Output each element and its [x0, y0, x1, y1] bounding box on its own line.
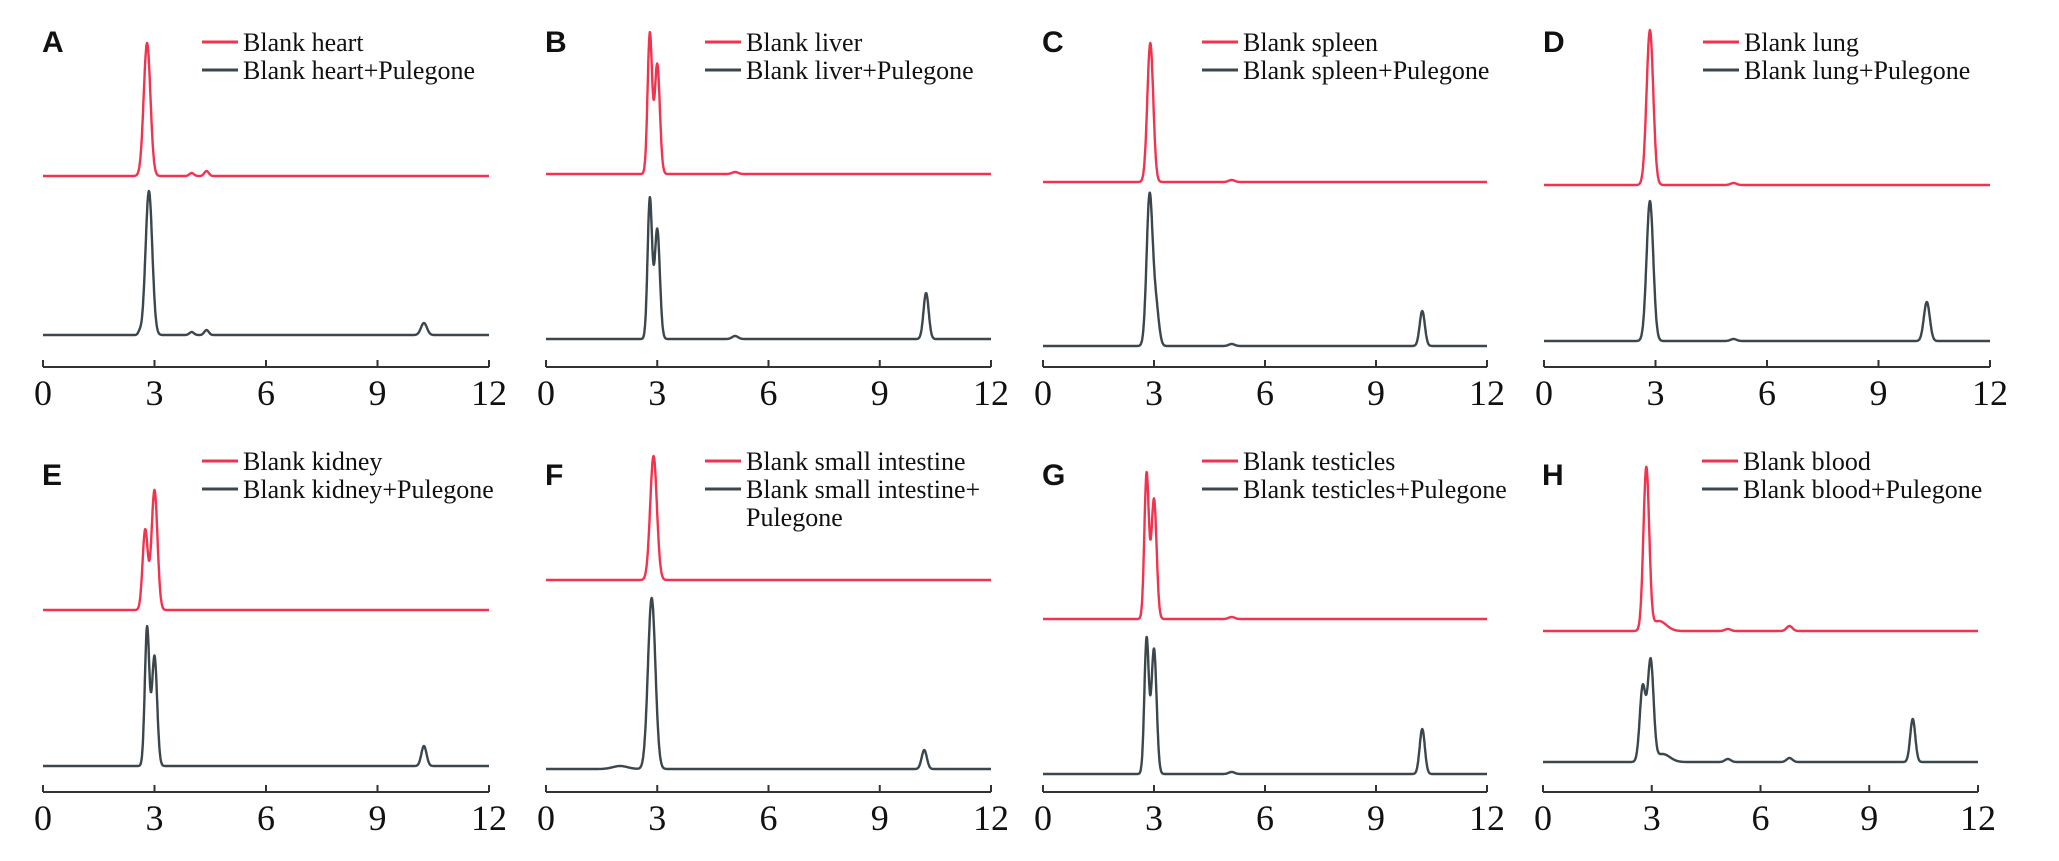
x-tick-label: 9	[1367, 373, 1385, 413]
x-tick-label: 3	[1145, 798, 1163, 838]
trace-blank-plus-pulegone	[1542, 657, 1979, 764]
trace-blank-plus-pulegone	[1042, 635, 1488, 776]
trace-blank-plus-pulegone	[42, 624, 490, 768]
legend-label: Blank lung+Pulegone	[1744, 56, 1970, 85]
trace-blank	[1042, 470, 1488, 621]
x-tick-label: 0	[34, 373, 52, 413]
x-tick-label: 3	[1643, 798, 1661, 838]
x-tick-label: 9	[871, 373, 889, 413]
x-tick-label: 6	[760, 373, 778, 413]
trace-blank-plus-pulegone	[1042, 191, 1488, 348]
x-tick-label: 12	[973, 373, 1009, 413]
x-tick-label: 6	[1752, 798, 1770, 838]
x-tick-label: 3	[146, 798, 164, 838]
x-tick-label: 9	[1367, 798, 1385, 838]
panel-letter: F	[545, 459, 563, 492]
legend-label: Blank testicles	[1243, 447, 1395, 476]
x-tick-label: 6	[760, 798, 778, 838]
trace-blank-plus-pulegone	[1543, 199, 1991, 343]
trace-blank-plus-pulegone	[545, 596, 992, 771]
legend-label: Blank kidney	[243, 447, 382, 476]
x-tick-label: 9	[369, 373, 387, 413]
x-tick-label: 12	[471, 798, 507, 838]
trace-blank	[1543, 28, 1991, 187]
legend-label: Blank liver	[746, 28, 863, 57]
legend-label: Blank blood	[1743, 447, 1871, 476]
legend-label: Blank liver+Pulegone	[746, 56, 974, 85]
x-tick-label: 12	[1972, 373, 2008, 413]
panel-letter: E	[42, 459, 62, 492]
legend-label: Blank lung	[1744, 28, 1859, 57]
x-tick-label: 6	[1256, 373, 1274, 413]
legend-label: Blank heart+Pulegone	[243, 56, 475, 85]
panel-letter: C	[1042, 26, 1064, 59]
x-tick-label: 6	[257, 373, 275, 413]
x-tick-label: 9	[1860, 798, 1878, 838]
trace-blank	[1542, 465, 1979, 633]
x-tick-label: 3	[1647, 373, 1665, 413]
x-tick-label: 9	[369, 798, 387, 838]
panel-letter: H	[1542, 459, 1564, 492]
x-tick-label: 12	[1469, 798, 1505, 838]
x-tick-label: 3	[1145, 373, 1163, 413]
trace-blank	[42, 41, 490, 178]
x-tick-label: 9	[1870, 373, 1888, 413]
x-tick-label: 3	[648, 373, 666, 413]
legend-label: Blank small intestine+Pulegone	[746, 475, 980, 532]
x-tick-label: 0	[537, 798, 555, 838]
x-tick-label: 0	[1034, 373, 1052, 413]
panel-letter: G	[1042, 459, 1065, 492]
x-tick-label: 12	[1469, 373, 1505, 413]
x-tick-label: 0	[1534, 798, 1552, 838]
trace-blank	[545, 454, 992, 582]
panel-letter: B	[545, 26, 567, 59]
x-tick-label: 0	[1535, 373, 1553, 413]
legend-label: Blank spleen+Pulegone	[1243, 56, 1489, 85]
x-tick-label: 3	[648, 798, 666, 838]
x-tick-label: 0	[34, 798, 52, 838]
legend-label: Blank heart	[243, 28, 364, 57]
trace-blank-plus-pulegone	[545, 195, 992, 341]
x-tick-label: 9	[871, 798, 889, 838]
x-tick-label: 12	[1960, 798, 1996, 838]
x-tick-label: 12	[973, 798, 1009, 838]
panel-letter: D	[1543, 26, 1565, 59]
trace-blank	[545, 30, 992, 176]
trace-blank	[42, 488, 490, 612]
panel-letter: A	[42, 26, 64, 59]
x-tick-label: 3	[146, 373, 164, 413]
legend-label: Blank blood+Pulegone	[1743, 475, 1982, 504]
trace-blank-plus-pulegone	[42, 189, 490, 337]
legend-label: Blank spleen	[1243, 28, 1378, 57]
x-tick-label: 6	[1758, 373, 1776, 413]
x-tick-label: 12	[471, 373, 507, 413]
x-tick-label: 6	[1256, 798, 1274, 838]
x-tick-label: 6	[257, 798, 275, 838]
legend-label: Blank kidney+Pulegone	[243, 475, 494, 504]
x-tick-label: 0	[1034, 798, 1052, 838]
trace-blank	[1042, 41, 1488, 184]
x-tick-label: 0	[537, 373, 555, 413]
legend-label: Blank testicles+Pulegone	[1243, 475, 1507, 504]
legend-label: Blank small intestine	[746, 447, 966, 476]
